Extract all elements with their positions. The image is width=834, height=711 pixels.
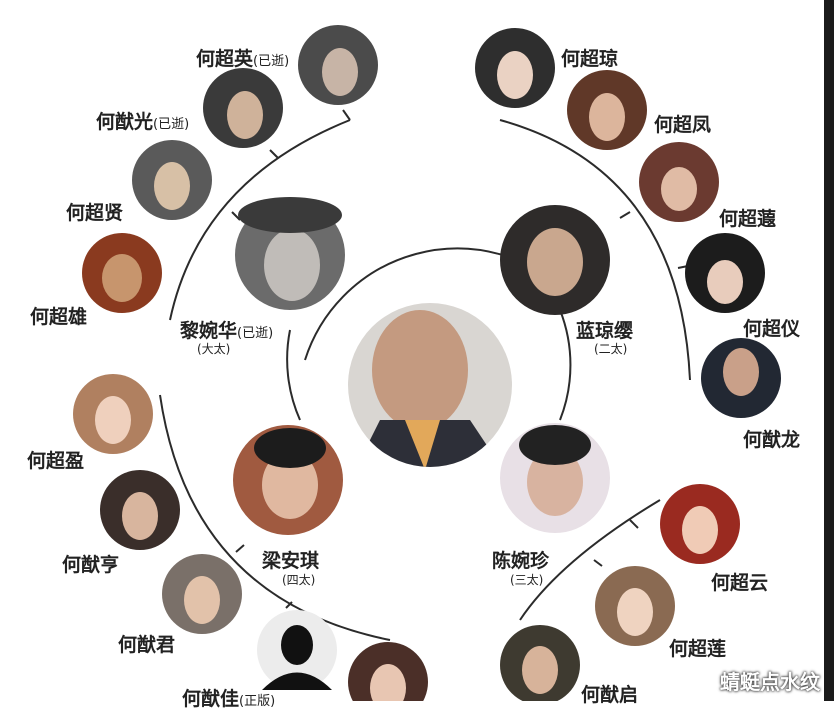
child-note: (正版) — [239, 694, 276, 709]
wife4-name: 梁安琪 — [262, 550, 320, 572]
child-label: 何超英(已逝) — [196, 44, 289, 71]
child-label: 何超莲 — [669, 638, 727, 660]
right-edge-bar — [824, 0, 834, 701]
arc-wife3-children — [519, 499, 661, 621]
child-label: 何猷佳(正版) — [182, 684, 275, 711]
arc-wife4-children — [159, 394, 391, 641]
portraits — [73, 25, 781, 701]
child-note: (已逝) — [253, 54, 290, 69]
child-label: 何猷光(已逝) — [96, 107, 189, 134]
center-portrait — [348, 303, 512, 467]
watermark: 蜻蜓点水纹 — [720, 670, 820, 694]
wife1-title: (大太) — [197, 342, 231, 356]
child-label: 何猷龙 — [743, 429, 801, 451]
wife1-note: (已逝) — [237, 326, 274, 341]
wife4-title: (四太) — [282, 573, 316, 587]
child-label: 何超雄 — [30, 306, 88, 328]
wife1-name: 黎婉华(已逝) — [180, 316, 273, 343]
inner-ring-lower-left — [286, 329, 301, 421]
child-label: 何超仪 — [743, 318, 801, 340]
child-label: 何超贤 — [66, 202, 124, 224]
child-label: 何超凤 — [654, 114, 712, 136]
child-name: 何猷佳 — [182, 688, 240, 710]
wife3-title: (三太) — [510, 573, 544, 587]
tick-marks — [231, 109, 689, 609]
child-label: 何猷君 — [118, 634, 176, 656]
child-note: (已逝) — [153, 117, 190, 132]
child-name: 何猷光 — [96, 111, 154, 133]
child-label: 何猷亨 — [62, 554, 120, 576]
arc-wife2-children — [499, 119, 691, 381]
child-label: 何超云 — [711, 572, 769, 594]
inner-ring-lower-right — [559, 309, 572, 421]
child-name: 何超英 — [196, 48, 254, 70]
wife1-name-text: 黎婉华 — [180, 320, 238, 342]
child-label: 何超琼 — [561, 48, 619, 70]
child-label: 何超盈 — [27, 450, 85, 472]
wife2-name: 蓝琼缨 — [576, 320, 634, 342]
child-label: 何超蕸 — [719, 208, 777, 230]
arc-wife1-children — [169, 119, 351, 321]
wife3-name: 陈婉珍 — [492, 550, 550, 572]
child-label: 何猷启 — [581, 684, 639, 706]
wife2-title: (二太) — [594, 342, 628, 356]
